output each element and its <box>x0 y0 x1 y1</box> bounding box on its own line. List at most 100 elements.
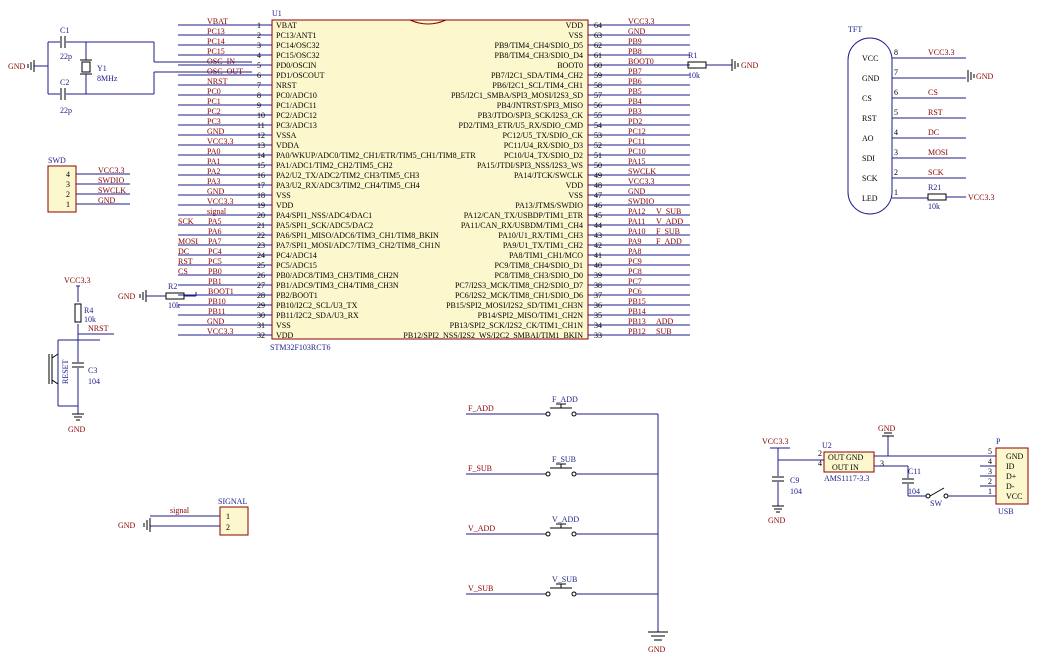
u1-right-net: SWCLK <box>628 167 656 176</box>
u1-pin-name: PC1/ADC11 <box>276 101 317 110</box>
signal-connector: SIGNAL 1 2 signal GND <box>118 497 249 536</box>
u1-pin-name: PC15/OSC32 <box>276 51 320 60</box>
u1-pin-name: PB14/SPI2_MISO/TIM1_CH2N <box>478 311 584 320</box>
u2-pin2: 2 <box>818 449 822 458</box>
u1-right-net: PB3 <box>628 107 642 116</box>
u1-left-net: PA3 <box>207 177 221 186</box>
r21-value: 10k <box>928 202 940 211</box>
tft-pin-net: RST <box>928 108 943 117</box>
u1-pin-name: PC3/ADC13 <box>276 121 317 130</box>
u1-pin-number: 61 <box>594 51 602 60</box>
u1-pin-name: VDD <box>566 21 584 30</box>
power-gnd-label-c9: GND <box>768 516 786 525</box>
u1-right-net: SWDIO <box>628 197 654 206</box>
swd-pin-net: GND <box>98 196 116 205</box>
u1-left-net: PC15 <box>207 47 225 56</box>
u1-right-net: BOOT0 <box>628 57 654 66</box>
u1-pin-name: PA10/U1_RX/TIM1_CH3 <box>498 231 583 240</box>
u1-left-port: PA6 <box>208 227 222 236</box>
u1-pin-number: 55 <box>594 111 602 120</box>
crystal-gnd-label: GND <box>8 62 26 71</box>
u1-pin-number: 25 <box>257 261 265 270</box>
u1-pin-number: 7 <box>257 81 261 90</box>
c11-designator: C11 <box>908 467 921 476</box>
u1-pin-number: 47 <box>594 191 602 200</box>
u1-pin-number: 26 <box>257 271 265 280</box>
u1-pin-name: PC11/U4_RX/SDIO_D3 <box>504 141 583 150</box>
button-label: V_ADD <box>552 515 579 524</box>
u1-right-net: V_SUB <box>656 207 681 216</box>
u1-pin-number: 12 <box>257 131 265 140</box>
u2-gnd-label: GND <box>846 453 864 462</box>
u1-designator: U1 <box>272 9 282 18</box>
c1-designator: C1 <box>60 26 69 35</box>
u1-pin-name: VSSA <box>276 131 297 140</box>
u1-pin-number: 28 <box>257 291 265 300</box>
u2-top-gnd-label: GND <box>878 424 896 433</box>
tft-pin-number: 2 <box>894 168 898 177</box>
button-label: F_ADD <box>552 395 578 404</box>
usb-pin-number: 5 <box>988 447 992 456</box>
u1-left-port: PB0 <box>208 267 222 276</box>
tft-body <box>847 37 893 215</box>
u1-pin-number: 18 <box>257 191 265 200</box>
u1-part-number: STM32F103RCT6 <box>270 343 330 352</box>
u1-left-port: PC4 <box>208 247 222 256</box>
u1-pin-name: VSS <box>568 31 583 40</box>
u1-left-port: PB1 <box>208 277 222 286</box>
u1-pin-number: 14 <box>257 151 265 160</box>
u1-pin-name: VDD <box>276 331 294 340</box>
u1-pin-name: PA1/ADC1/TIM2_CH2/TIM5_CH2 <box>276 161 393 170</box>
u1-pin-name: PC4/ADC14 <box>276 251 317 260</box>
u1-body <box>271 19 589 340</box>
c2-value: 22p <box>60 106 72 115</box>
tft-pin-net: MOSI <box>928 148 948 157</box>
u1-pin-name: PB2/BOOT1 <box>276 291 318 300</box>
u1-pin-number: 43 <box>594 231 602 240</box>
u1-pin-number: 22 <box>257 231 265 240</box>
u1-mcu: U1 STM32F103RCT6 VBAT1VBATPC13/ANT12PC13… <box>178 9 690 352</box>
u1-left-net: RST <box>178 257 193 266</box>
tft-pin-number: 5 <box>894 108 898 117</box>
u1-pin-name: VBAT <box>276 21 297 30</box>
u1-pin-number: 4 <box>257 51 261 60</box>
u1-pin-number: 53 <box>594 131 602 140</box>
u1-left-port: PA5 <box>208 217 222 226</box>
u1-right-net: ADD <box>656 317 674 326</box>
u1-pin-number: 54 <box>594 121 602 130</box>
u1-left-net: VBAT <box>207 17 228 26</box>
u1-pin-name: PA0/WKUP/ADC0/TIM2_CH1/ETR/TIM5_CH1/TIM8… <box>276 151 476 160</box>
u1-right-net: GND <box>628 187 646 196</box>
u1-right-port: PB13 <box>628 317 646 326</box>
u1-pin-name: PC8/TIM8_CH3/SDIO_D0 <box>495 271 583 280</box>
u1-right-net: PB4 <box>628 97 642 106</box>
u1-pin-name: PA11/CAN_RX/USBDM/TIM1_CH4 <box>461 221 583 230</box>
u1-pin-number: 27 <box>257 281 265 290</box>
u1-pin-number: 37 <box>594 291 602 300</box>
tft-pin-name: RST <box>862 114 877 123</box>
u1-pin-number: 41 <box>594 251 602 260</box>
u1-pin-number: 10 <box>257 111 265 120</box>
u1-pin-name: PB5/I2C1_SMBA/SPI3_MOSI/I2S3_SD <box>451 91 583 100</box>
tft-title: TFT <box>848 25 862 34</box>
swd-body <box>47 165 77 213</box>
tft-pin-number: 6 <box>894 88 898 97</box>
u1-right-port: PC9 <box>628 257 642 266</box>
tft-pin-number: 1 <box>894 188 898 197</box>
u1-pin-name: VDD <box>276 201 294 210</box>
boot1-pulldown: GND R2 10k <box>118 282 197 310</box>
u1-pin-number: 21 <box>257 221 265 230</box>
usb-pin-number: 1 <box>988 487 992 496</box>
u1-pin-number: 35 <box>594 311 602 320</box>
u1-pin-number: 8 <box>257 91 261 100</box>
c3-designator: C3 <box>88 366 97 375</box>
usb-pin-name: ID <box>1006 462 1015 471</box>
c3-value: 104 <box>88 377 100 386</box>
u1-pin-name: PA8/TIM1_CH1/MCO <box>509 251 583 260</box>
c9-designator: C9 <box>790 476 799 485</box>
reset-gnd-label: GND <box>68 425 86 434</box>
u1-pin-number: 44 <box>594 221 602 230</box>
